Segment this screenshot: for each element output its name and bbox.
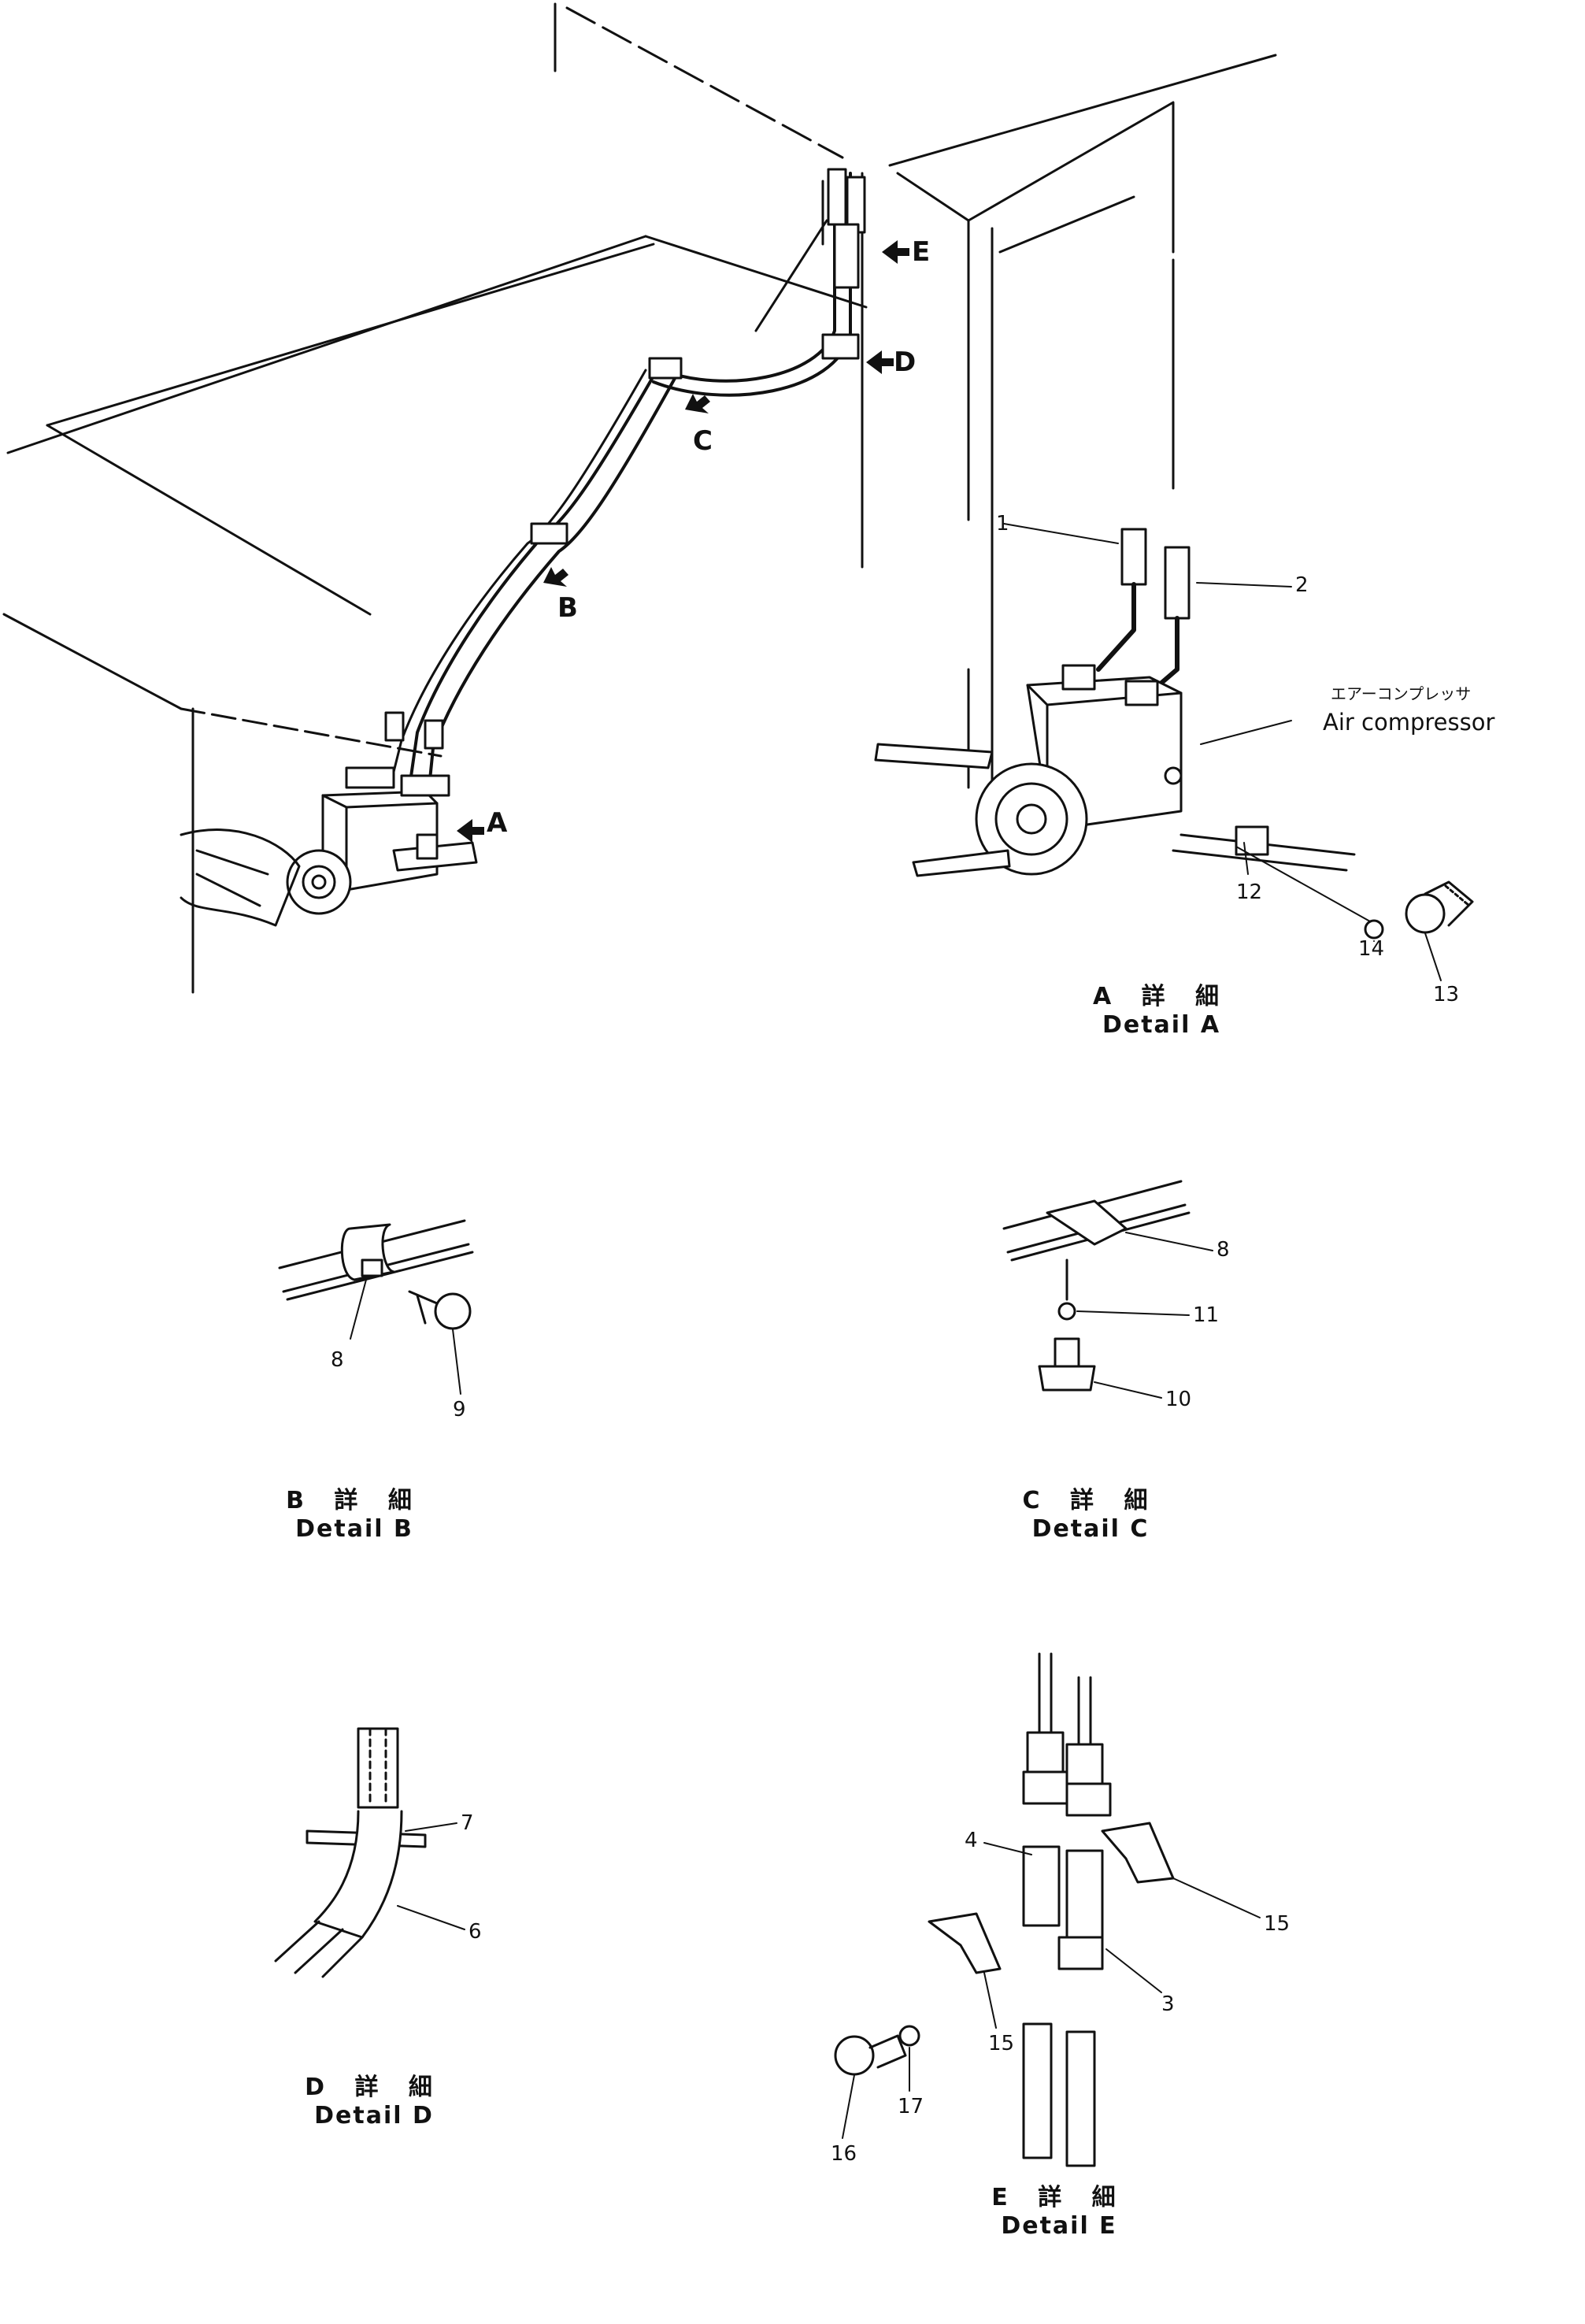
detail-e-caption-jp: E 詳 細 xyxy=(991,2184,1127,2211)
detail-d-drawing xyxy=(274,1727,427,1978)
part-number: 1 xyxy=(996,512,1009,536)
part-number: 11 xyxy=(1193,1303,1220,1327)
detail-e-drawing xyxy=(834,1652,1175,2167)
detail-d-caption: D 詳 細 Detail D xyxy=(272,2067,476,2129)
detail-c-leader-lines xyxy=(1076,1232,1213,1399)
part-number: 13 xyxy=(1433,983,1460,1006)
arrow-label-b: B xyxy=(557,592,578,624)
air-compressor-label-jp: エアーコンプレッサ xyxy=(1331,684,1472,703)
part-number: 17 xyxy=(898,2095,924,2118)
detail-c-caption-jp: C 詳 細 xyxy=(1022,1487,1159,1514)
detail-c-caption-en: Detail C xyxy=(1031,1515,1150,1543)
part-number: 8 xyxy=(331,1348,344,1372)
detail-b-drawing xyxy=(278,1219,474,1330)
detail-b-leader-lines xyxy=(350,1279,461,1395)
detail-d-leader-lines xyxy=(397,1822,465,1930)
part-number: 8 xyxy=(1217,1238,1230,1262)
part-number: 16 xyxy=(831,2142,857,2166)
detail-a-caption-jp: A 詳 細 xyxy=(1092,983,1231,1010)
arrow-e-icon xyxy=(882,240,909,264)
detail-d-caption-en: Detail D xyxy=(314,2102,434,2129)
detail-e-caption-en: Detail E xyxy=(1001,2212,1117,2240)
detail-b-caption: B 詳 細 Detail B xyxy=(252,1481,457,1543)
part-number: 12 xyxy=(1236,880,1263,904)
arrow-c-icon xyxy=(685,394,710,413)
detail-a-caption-en: Detail A xyxy=(1102,1011,1221,1039)
detail-a-leader-lines xyxy=(1003,523,1442,981)
part-number: 10 xyxy=(1165,1388,1192,1411)
part-number: 15 xyxy=(1264,1912,1291,1936)
detail-a-caption: A 詳 細 Detail A xyxy=(1059,977,1264,1039)
arrow-b-icon xyxy=(543,567,568,587)
part-number: 4 xyxy=(965,1829,978,1852)
air-compressor-label-en: Air compressor xyxy=(1323,709,1495,736)
detail-c-caption: C 詳 細 Detail C xyxy=(988,1481,1193,1543)
main-compressor xyxy=(180,766,478,927)
part-number: 15 xyxy=(988,2032,1015,2055)
part-number: 14 xyxy=(1358,937,1385,961)
detail-b-caption-jp: B 詳 細 xyxy=(286,1487,423,1514)
detail-a-drawing xyxy=(874,528,1474,940)
detail-arrow-markers xyxy=(457,240,909,843)
hose-routing xyxy=(384,168,866,789)
part-number: 6 xyxy=(468,1920,482,1944)
arrow-label-a: A xyxy=(487,807,508,839)
detail-e-leader-lines xyxy=(842,1842,1261,2139)
part-number: 2 xyxy=(1295,573,1309,597)
part-number: 9 xyxy=(453,1398,466,1421)
arrow-a-icon xyxy=(457,819,484,843)
part-number: 3 xyxy=(1161,1992,1175,2016)
detail-d-caption-jp: D 詳 細 xyxy=(305,2074,443,2101)
detail-e-caption: E 詳 細 Detail E xyxy=(957,2178,1161,2240)
arrow-label-c: C xyxy=(693,425,713,457)
machine-body-outline xyxy=(2,2,1277,994)
arrow-label-e: E xyxy=(912,236,931,268)
arrow-label-d: D xyxy=(894,347,917,378)
detail-c-drawing xyxy=(1002,1180,1191,1392)
arrow-d-icon xyxy=(866,350,894,374)
part-number: 7 xyxy=(461,1811,474,1835)
detail-b-caption-en: Detail B xyxy=(295,1515,413,1543)
